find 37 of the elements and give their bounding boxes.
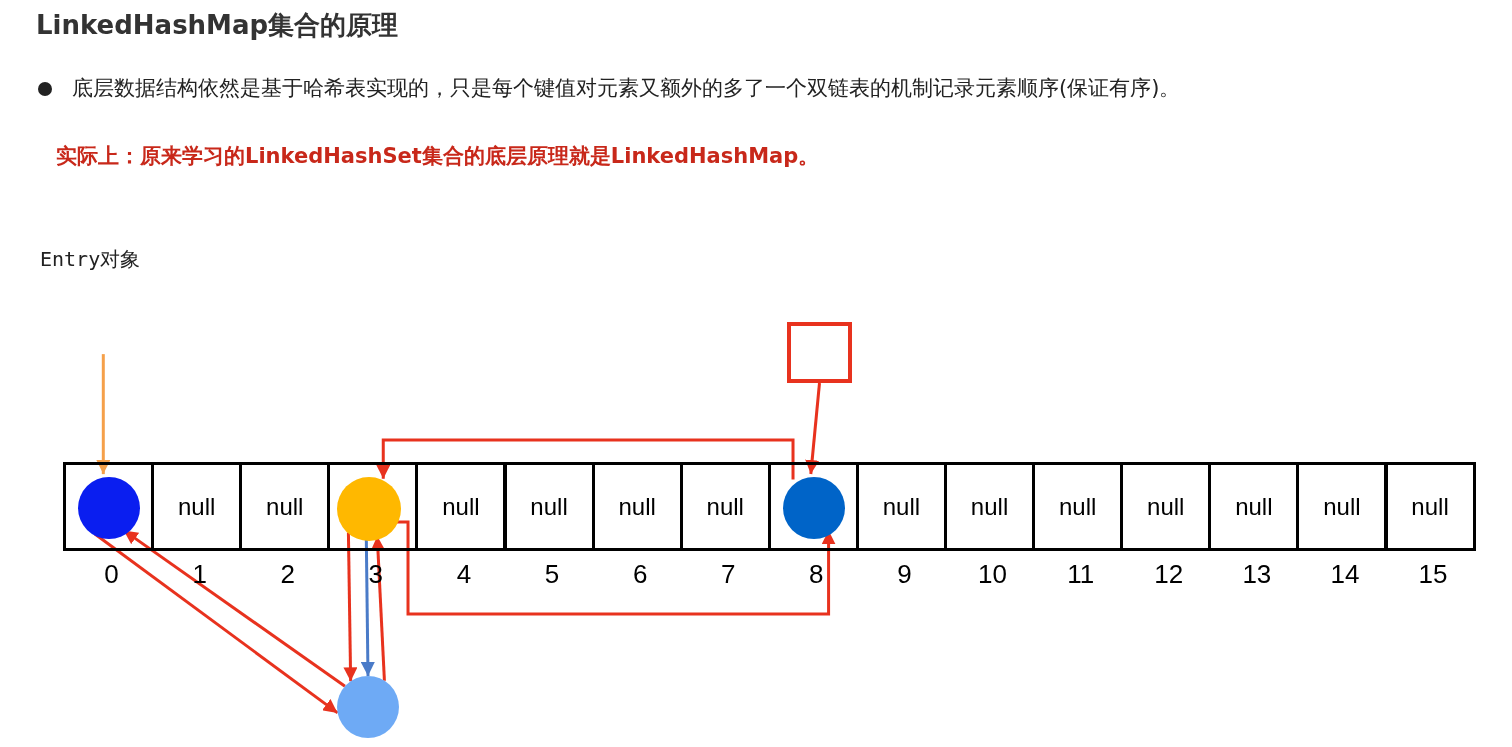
- cell-text: null: [617, 493, 657, 521]
- cell-text: null: [265, 493, 305, 521]
- cell-text: null: [1410, 493, 1450, 521]
- bullet-text: 底层数据结构依然是基于哈希表实现的，只是每个键值对元素又额外的多了一个双链表的机制记录元素顺序(保证有序)。: [72, 75, 1181, 102]
- cell-text: null: [1322, 493, 1362, 521]
- index-number: 12: [1153, 559, 1185, 590]
- arrow: [376, 438, 795, 480]
- cell-text: null: [441, 493, 481, 521]
- index-number: 2: [279, 559, 296, 590]
- index-number: 0: [103, 559, 120, 590]
- cell-text: null: [1234, 493, 1274, 521]
- pointer-box: [787, 322, 852, 383]
- index-number: 10: [977, 559, 1008, 590]
- cell-text: null: [969, 493, 1010, 521]
- cell-text: null: [529, 493, 569, 521]
- cell-text: null: [176, 493, 217, 521]
- index-number: 8: [808, 559, 825, 590]
- index-number: 14: [1329, 559, 1361, 590]
- cell-text: null: [1146, 493, 1186, 521]
- arrow: [343, 532, 358, 682]
- index-number: 11: [1066, 559, 1096, 590]
- arrow: [96, 354, 111, 475]
- note-text: 实际上：原来学习的LinkedHashSet集合的底层原理就是LinkedHashMap。: [56, 143, 820, 170]
- index-number: 15: [1417, 559, 1449, 590]
- index-number: 1: [191, 559, 208, 590]
- index-number: 5: [543, 559, 561, 590]
- cell-text: null: [1057, 493, 1098, 521]
- entry-label: Entry对象: [40, 246, 141, 273]
- index-number: 6: [631, 559, 649, 590]
- slide-title: LinkedHashMap集合的原理: [36, 9, 399, 42]
- index-number: 4: [455, 559, 473, 590]
- index-number: 9: [896, 559, 913, 590]
- cell-text: null: [705, 493, 745, 521]
- cell-text: null: [881, 493, 922, 521]
- index-number: 13: [1241, 559, 1273, 590]
- arrow: [805, 382, 821, 475]
- index-number: 7: [720, 559, 737, 590]
